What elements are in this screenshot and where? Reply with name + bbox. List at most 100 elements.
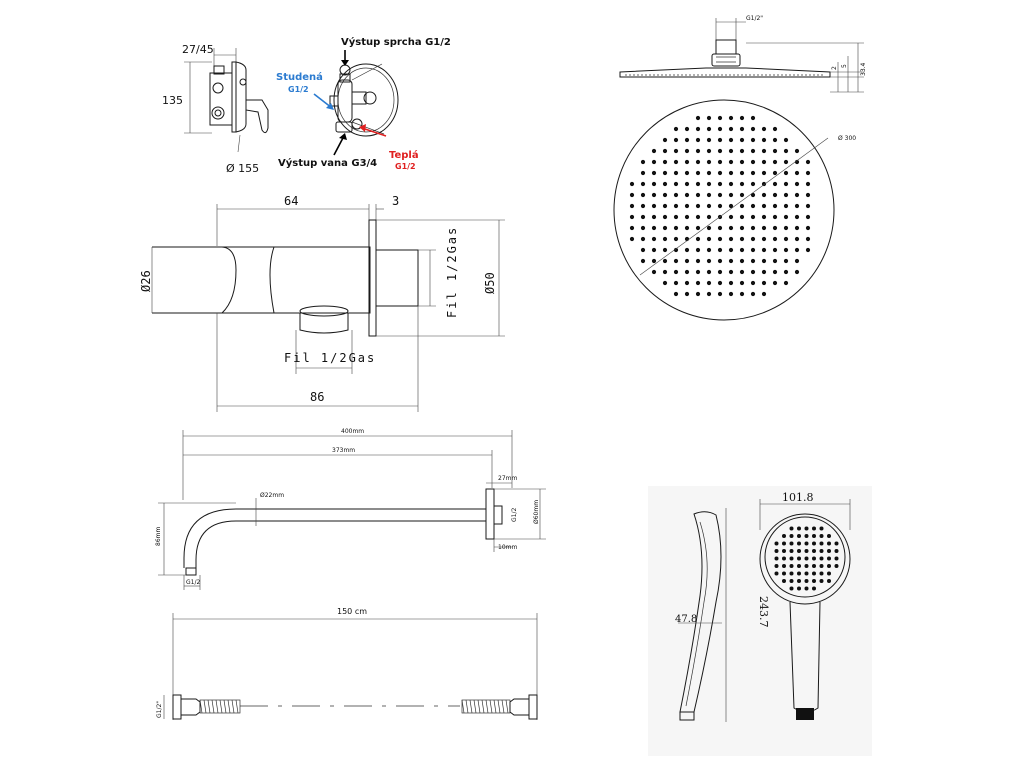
- nozzle: [717, 170, 723, 176]
- nozzle: [750, 291, 756, 297]
- hose-length-dim: 150 cm: [337, 607, 367, 616]
- nozzle: [783, 181, 789, 187]
- outlet-total-dim: 86: [310, 390, 324, 404]
- nozzle: [662, 258, 668, 264]
- nozzle: [783, 170, 789, 176]
- nozzle: [684, 137, 690, 143]
- hose-right-coil: [461, 699, 511, 714]
- hose-coil-segment: [227, 699, 231, 714]
- nozzle: [794, 203, 800, 209]
- nozzle: [797, 549, 801, 553]
- nozzle: [789, 541, 794, 546]
- hose-coil-segment: [473, 699, 477, 714]
- nozzle: [695, 214, 701, 220]
- nozzle: [819, 526, 824, 531]
- nozzle: [739, 280, 745, 286]
- outlet-body-dim: 64: [284, 194, 298, 208]
- nozzle: [662, 192, 668, 198]
- nozzle: [684, 192, 690, 198]
- nozzle: [717, 137, 723, 143]
- nozzle: [684, 170, 690, 176]
- mixer-side-view: 27/45 135 Ø 155: [162, 43, 269, 175]
- nozzle: [662, 225, 668, 231]
- nozzle: [783, 236, 789, 242]
- nozzle: [629, 236, 635, 242]
- nozzle: [750, 247, 756, 253]
- hose-coil-segment: [501, 699, 505, 714]
- nozzle: [651, 148, 657, 154]
- arm-flange-gap-dim: 10mm: [498, 544, 517, 551]
- nozzle: [717, 247, 723, 253]
- nozzle: [794, 214, 800, 220]
- nozzle: [804, 534, 809, 538]
- nozzle: [662, 137, 668, 143]
- nozzle: [834, 549, 839, 553]
- head-dim-c: 33.4: [860, 62, 867, 76]
- nozzle: [750, 214, 756, 220]
- nozzle: [750, 137, 756, 143]
- hot-water-label: Teplá: [389, 149, 419, 161]
- arm-pipe-dim: Ø22mm: [260, 492, 284, 499]
- nozzle: [695, 247, 701, 253]
- nozzle: [797, 586, 801, 591]
- nozzle: [783, 159, 789, 165]
- head-connector-dim: G1/2": [746, 15, 763, 22]
- nozzle: [750, 115, 756, 121]
- nozzle: [640, 225, 646, 231]
- nozzle: [783, 269, 789, 275]
- wall-outlet-drawing: 64 3 Ø26 Ø50 Fil 1/2Gas Fil 1/2Gas: [139, 194, 505, 412]
- nozzle: [774, 556, 779, 561]
- hose-coil-segment: [505, 699, 509, 714]
- arm-thread-dim: G1/2: [186, 579, 200, 586]
- nozzle: [673, 137, 679, 143]
- nozzle: [651, 225, 657, 231]
- nozzle: [789, 534, 794, 538]
- nozzle: [761, 148, 767, 154]
- nozzle: [812, 541, 816, 546]
- nozzle: [783, 280, 789, 286]
- nozzle: [827, 571, 831, 576]
- nozzle: [695, 148, 701, 154]
- nozzle: [772, 170, 778, 176]
- nozzle: [695, 126, 701, 132]
- nozzle: [783, 203, 789, 209]
- nozzle: [805, 181, 811, 187]
- nozzle: [684, 203, 690, 209]
- nozzle: [717, 280, 723, 286]
- nozzle: [706, 192, 712, 198]
- nozzle: [695, 269, 701, 275]
- hose-coil-segment: [469, 699, 473, 714]
- nozzle: [695, 115, 701, 121]
- mixer-exploded-view: Výstup sprcha G1/2 Studená G1/2 Teplá G1…: [276, 36, 451, 171]
- nozzle: [750, 258, 756, 264]
- nozzle: [695, 225, 701, 231]
- nozzle: [805, 214, 811, 220]
- nozzle: [774, 541, 779, 546]
- nozzle: [662, 181, 668, 187]
- nozzle: [782, 549, 786, 553]
- hose-coil-segment: [497, 699, 501, 714]
- nozzle: [805, 236, 811, 242]
- nozzle: [684, 269, 690, 275]
- nozzle: [750, 236, 756, 242]
- nozzle: [794, 236, 800, 242]
- nozzle: [772, 280, 778, 286]
- nozzle: [706, 115, 712, 121]
- nozzle: [695, 192, 701, 198]
- nozzle: [797, 571, 801, 576]
- nozzle: [673, 214, 679, 220]
- nozzle: [819, 549, 824, 553]
- arm-drop-dim: 86mm: [155, 527, 162, 546]
- nozzle: [783, 148, 789, 154]
- nozzle: [706, 225, 712, 231]
- nozzle: [706, 247, 712, 253]
- arm-flange-dia-dim: Ø60mm: [533, 500, 540, 524]
- nozzle: [750, 159, 756, 165]
- outlet-bottom-thread-dim: Fil 1/2Gas: [284, 351, 376, 365]
- hand-shower-depth-dim: 47.8: [675, 614, 697, 625]
- nozzle: [684, 291, 690, 297]
- nozzle: [728, 258, 734, 264]
- nozzle: [673, 170, 679, 176]
- nozzle: [739, 170, 745, 176]
- nozzle: [772, 192, 778, 198]
